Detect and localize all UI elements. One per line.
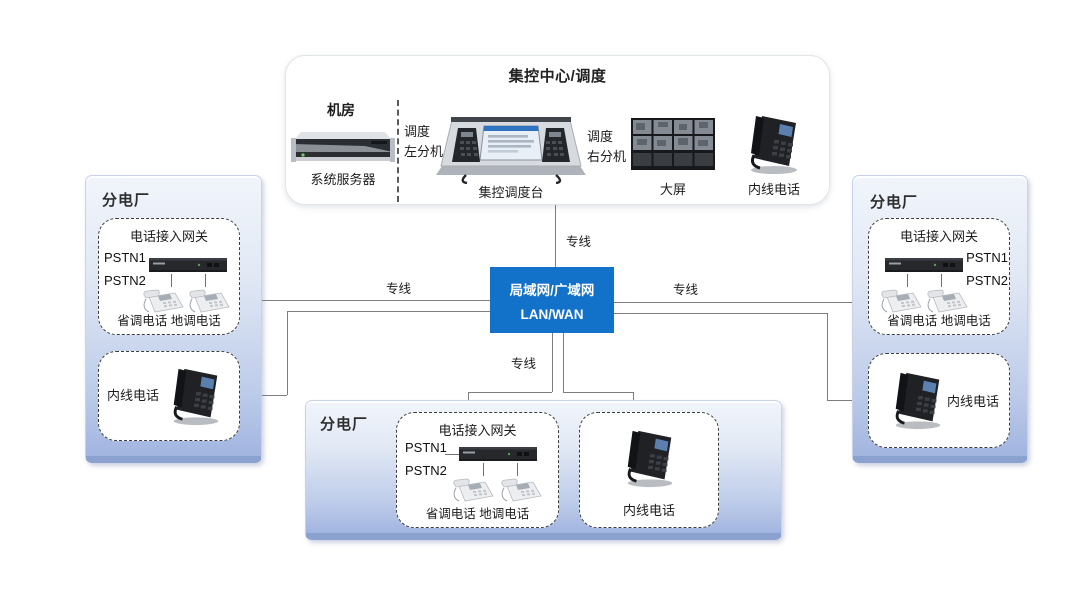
pstn2-label: PSTN2 — [104, 273, 146, 288]
connector-line — [563, 392, 633, 393]
desk-phone-icon — [187, 285, 231, 319]
left-ext-label-2: 左分机 — [404, 144, 444, 159]
internal-phone-label: 内线电话 — [622, 502, 675, 518]
link-label-right: 专线 — [673, 283, 699, 297]
connector-line — [827, 400, 868, 401]
pstn1-label: PSTN1 — [104, 250, 146, 265]
link-label-left: 专线 — [386, 282, 412, 296]
gateway-label: 电话接入网关 — [438, 423, 517, 438]
connector-line — [563, 333, 564, 392]
ip-phone-icon — [742, 112, 806, 176]
lan-wan-line2: LAN/WAN — [520, 306, 584, 322]
inner-connector — [445, 454, 459, 455]
link-label-top: 专线 — [566, 235, 592, 249]
gateway-icon — [885, 257, 963, 274]
internal-phone-label: 内线电话 — [946, 394, 999, 409]
cc-internal-phone-label: 内线电话 — [747, 182, 800, 197]
desk-phone-icon — [141, 285, 185, 319]
plant-right-gateway-box: 电话接入网关 PSTN1 PSTN2 — [868, 218, 1010, 335]
left-ext-label-1: 调度 — [404, 124, 431, 139]
pstn2-label: PSTN2 — [405, 463, 447, 478]
control-center-title: 集控中心/调度 — [508, 68, 607, 85]
inner-connector — [517, 463, 518, 476]
inner-connector — [171, 274, 172, 287]
plant-left-internal-box: 内线电话 — [98, 351, 240, 441]
ip-phone-icon — [165, 365, 227, 427]
plant-panel-left: 分电厂 电话接入网关 PSTN1 PSTN2 — [85, 175, 262, 463]
right-ext-label-2: 右分机 — [587, 149, 627, 164]
ip-phone-icon — [619, 427, 681, 489]
connector-line — [555, 205, 556, 267]
connector-line — [240, 300, 490, 301]
inner-connector — [483, 463, 484, 476]
server-label: 系统服务器 — [310, 172, 376, 187]
connector-line — [614, 302, 868, 303]
plant-panel-right: 分电厂 电话接入网关 PSTN1 PSTN2 — [852, 175, 1028, 463]
connector-line — [240, 395, 287, 396]
plant-bottom-internal-box: 内线电话 — [579, 412, 719, 528]
gateway-label: 电话接入网关 — [129, 229, 208, 244]
pstn1-label: PSTN1 — [405, 440, 447, 455]
link-label-bottom: 专线 — [511, 357, 537, 371]
lan-wan-line1: 局域网/广域网 — [509, 282, 595, 298]
machine-room-label: 机房 — [327, 102, 355, 118]
inner-connector — [941, 274, 942, 287]
desk-phone-icon — [499, 474, 543, 508]
inner-connector — [205, 274, 206, 287]
right-ext-label-1: 调度 — [587, 129, 614, 144]
connector-line — [827, 313, 828, 400]
gateway-icon — [459, 446, 537, 463]
connector-line — [614, 313, 827, 314]
plant-left-gateway-box: 电话接入网关 PSTN1 PSTN2 — [98, 218, 240, 335]
pstn2-label: PSTN2 — [966, 273, 1008, 288]
plant-left-title: 分电厂 — [102, 192, 151, 209]
big-screen-label: 大屏 — [659, 182, 686, 197]
dispatch-phones-label: 省调电话 地调电话 — [117, 314, 221, 328]
gateway-label: 电话接入网关 — [899, 229, 978, 244]
plant-bottom-gateway-box: 电话接入网关 PSTN1 PSTN2 — [396, 412, 559, 528]
server-icon — [291, 126, 395, 168]
control-center-box: 集控中心/调度 机房 系统服务器 调度 左分机 — [285, 55, 830, 205]
pstn1-label: PSTN1 — [966, 250, 1008, 265]
console-label: 集控调度台 — [478, 185, 544, 200]
lan-wan-box: 局域网/广域网 LAN/WAN — [490, 267, 614, 333]
room-divider — [397, 100, 399, 202]
desk-phone-icon — [925, 285, 969, 319]
plant-panel-bottom: 分电厂 电话接入网关 PSTN1 PSTN2 — [305, 400, 782, 540]
connector-line — [468, 392, 552, 393]
desk-phone-icon — [451, 474, 495, 508]
connector-line — [287, 311, 288, 395]
plant-right-title: 分电厂 — [870, 194, 919, 211]
plant-bottom-title: 分电厂 — [320, 416, 369, 433]
dispatch-phones-label: 省调电话 地调电话 — [425, 507, 530, 521]
dispatch-console-icon — [436, 114, 586, 184]
ip-phone-icon — [887, 369, 949, 431]
desk-phone-icon — [879, 285, 923, 319]
plant-right-internal-box: 内线电话 — [868, 353, 1010, 448]
internal-phone-label: 内线电话 — [107, 388, 160, 403]
connector-line — [287, 311, 490, 312]
gateway-icon — [149, 257, 227, 274]
big-screen-icon — [631, 118, 715, 170]
connector-line — [552, 333, 553, 392]
dispatch-phones-label: 省调电话 地调电话 — [887, 314, 991, 328]
inner-connector — [907, 274, 908, 287]
